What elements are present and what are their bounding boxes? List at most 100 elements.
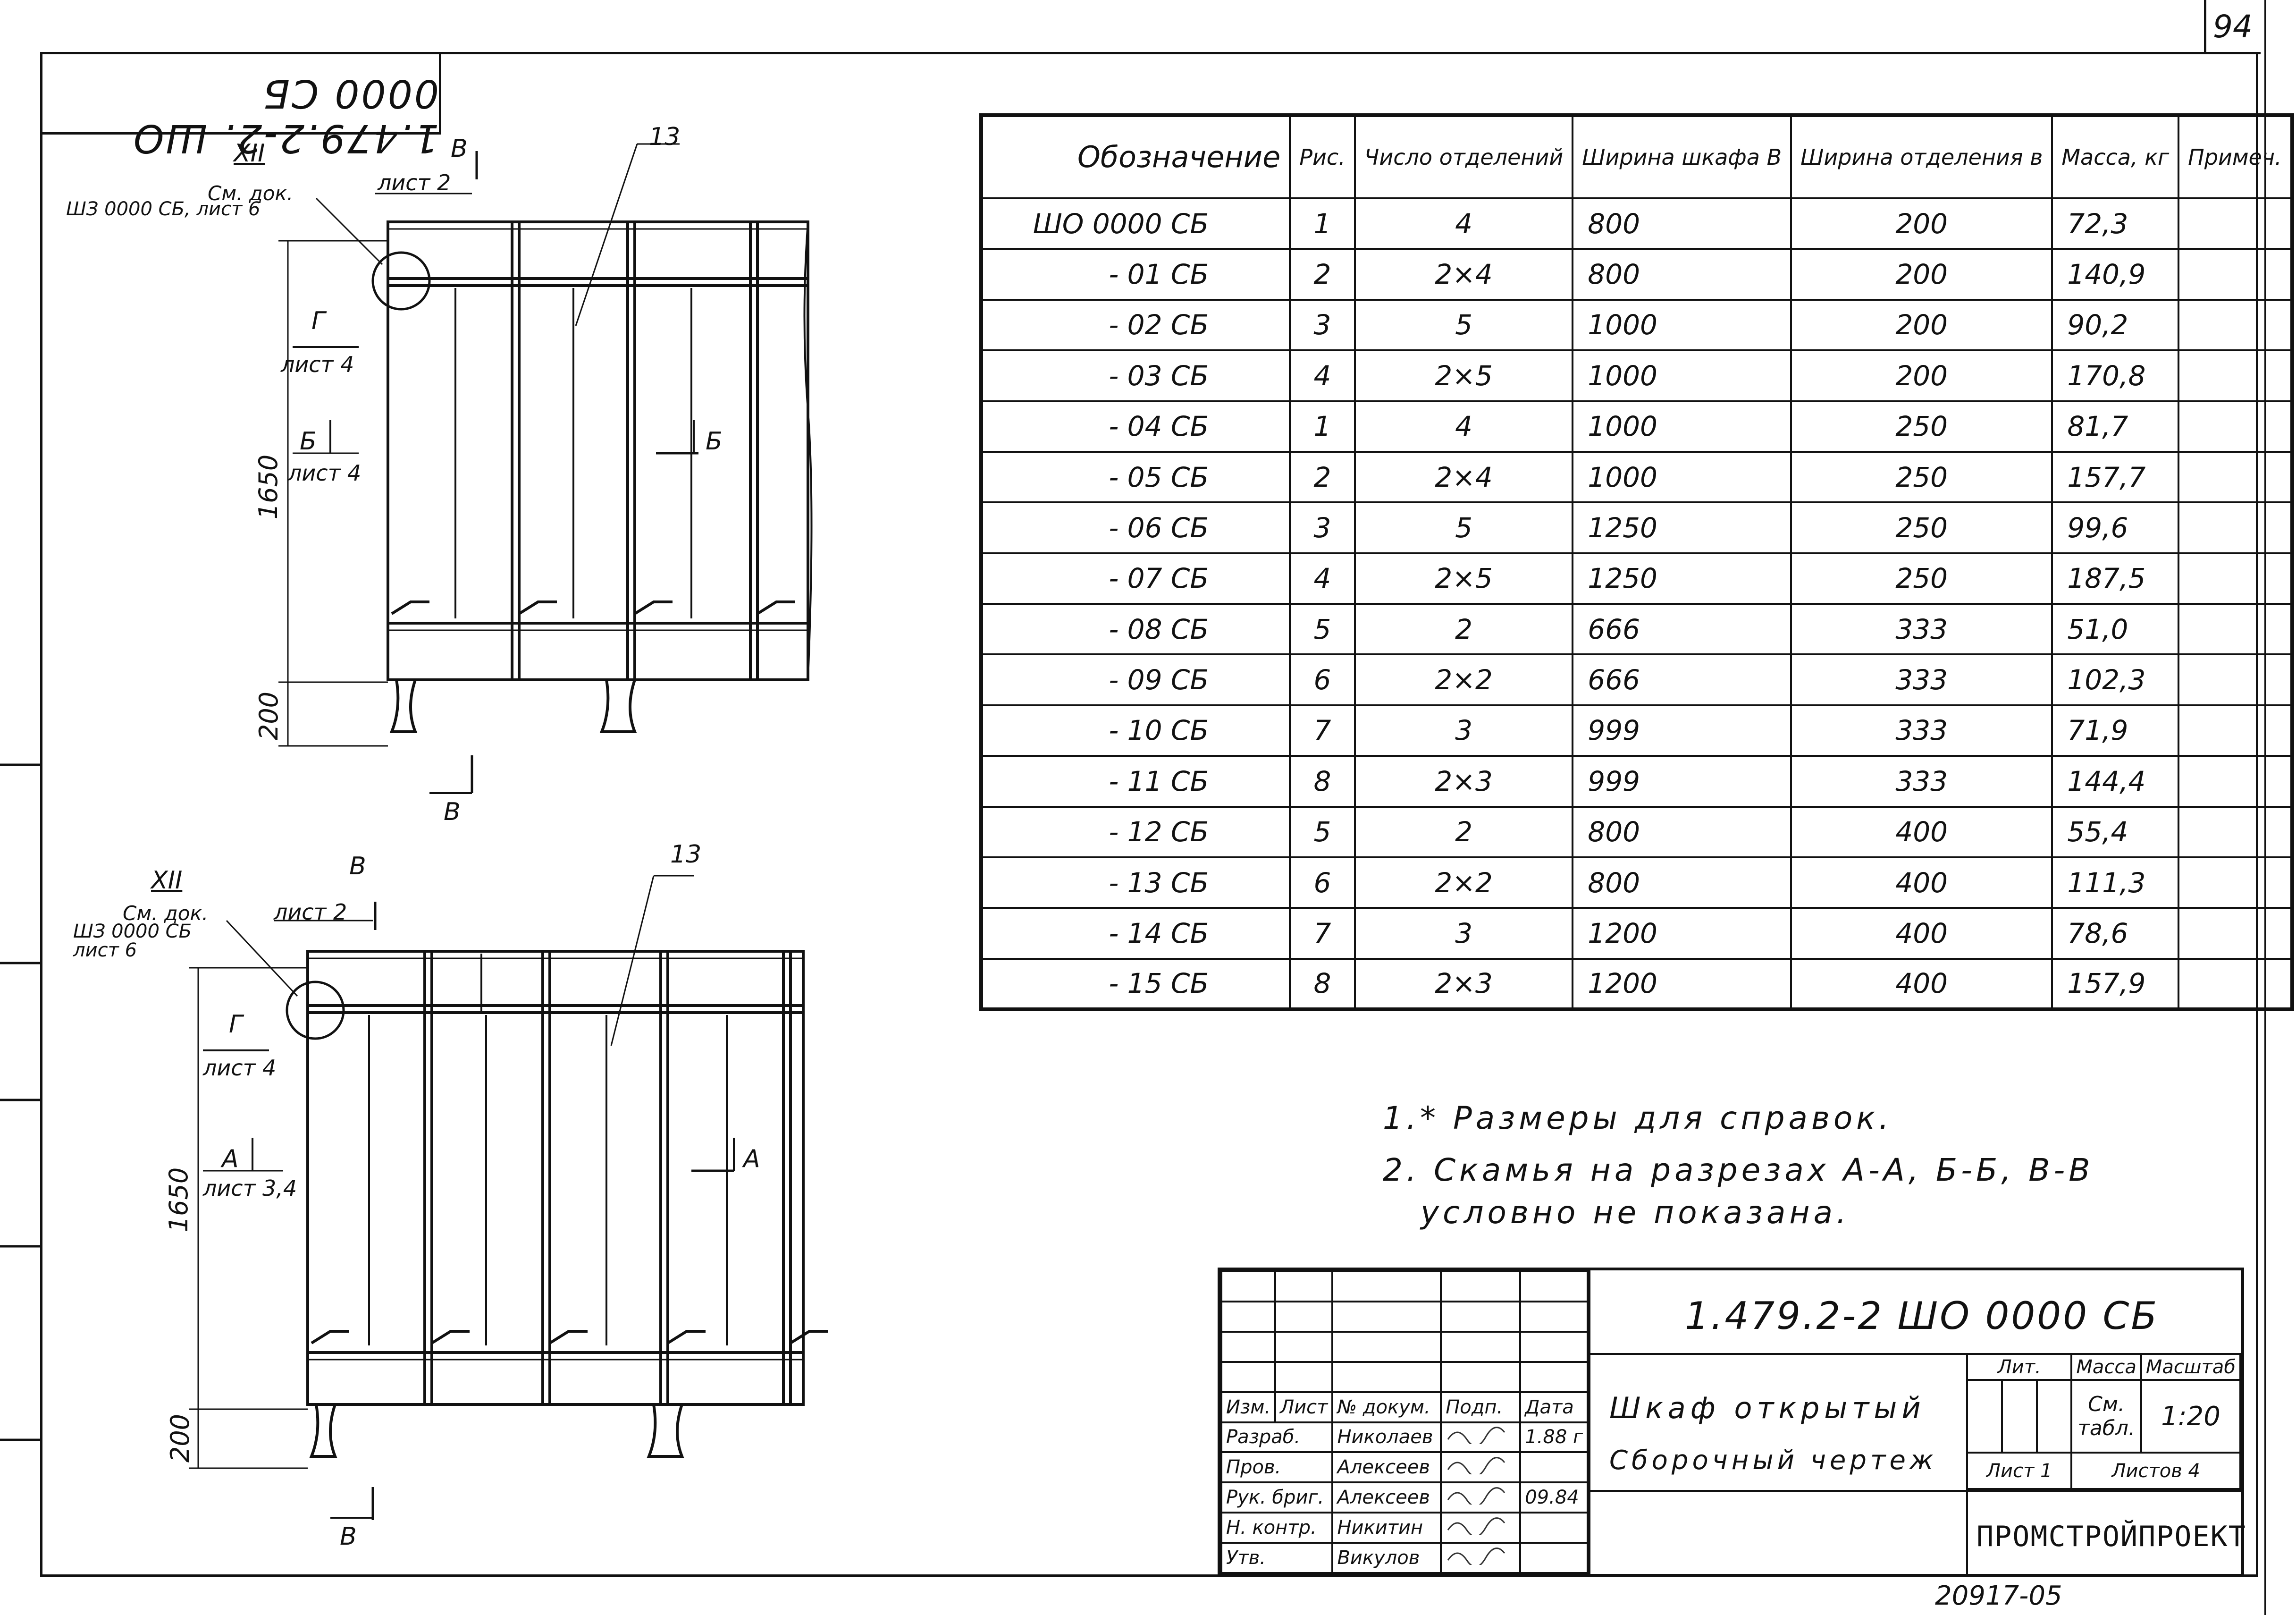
spec-cell-mass: 81,7 xyxy=(2051,400,2180,453)
specification-table: Обозначение Рис. Число отделений Ширина … xyxy=(979,113,2294,1011)
spec-cell-note xyxy=(2178,755,2293,808)
spec-cell-count: 4 xyxy=(1354,400,1574,453)
spec-cell-cabinet-width: 666 xyxy=(1572,602,1792,656)
spec-cell-fig: 5 xyxy=(1289,602,1356,656)
spec-cell-designation: ШО 0000 СБ xyxy=(980,197,1291,250)
spec-cell-cabinet-width: 800 xyxy=(1572,248,1792,301)
note-2-cont: условно не показана. xyxy=(1421,1194,1850,1231)
d1-view-g: Г xyxy=(311,307,325,335)
spec-cell-section-width: 400 xyxy=(1790,957,2053,1011)
signature xyxy=(1440,1421,1522,1454)
col-sign: Подп. xyxy=(1440,1391,1522,1423)
lit-label: Лит. xyxy=(1966,1353,2073,1381)
spec-cell-note xyxy=(2178,552,2293,605)
spec-header-count: Число отделений xyxy=(1354,114,1574,199)
spec-cell-cabinet-width: 1250 xyxy=(1572,552,1792,605)
cabinet-view-1 xyxy=(278,143,813,794)
d2-part: 13 xyxy=(670,840,702,869)
doc-name-2: Сборочный чертеж xyxy=(1609,1445,1937,1476)
spec-cell-designation: - 12 СБ xyxy=(980,805,1291,858)
spec-cell-mass: 170,8 xyxy=(2051,349,2180,402)
spec-cell-mass: 55,4 xyxy=(2051,805,2180,858)
spec-cell-count: 2 xyxy=(1354,805,1574,858)
d1-section-v-sheet: лист 2 xyxy=(378,170,451,195)
revision-header-row: Изм. Лист № докум. Подп. Дата xyxy=(1220,1391,1589,1423)
cabinet-view-2 xyxy=(189,875,828,1520)
spec-cell-note xyxy=(2178,957,2293,1011)
spec-cell-fig: 4 xyxy=(1289,552,1356,605)
d2-section-v-sheet: лист 2 xyxy=(274,899,347,925)
spec-cell-designation: - 10 СБ xyxy=(980,704,1291,757)
signatory-row: Утв.Викулов xyxy=(1220,1542,1589,1574)
spec-cell-section-width: 333 xyxy=(1790,653,2053,706)
spec-cell-section-width: 333 xyxy=(1790,602,2053,656)
note-2: 2. Скамья на разрезах А-А, Б-Б, В-В xyxy=(1383,1152,2094,1188)
spec-cell-note xyxy=(2178,907,2293,960)
spec-cell-fig: 3 xyxy=(1289,298,1356,352)
signature xyxy=(1440,1512,1522,1544)
spec-cell-designation: - 13 СБ xyxy=(980,856,1291,909)
spec-cell-fig: 8 xyxy=(1289,957,1356,1011)
spec-cell-count: 2×4 xyxy=(1354,248,1574,301)
spec-cell-cabinet-width: 1200 xyxy=(1572,907,1792,960)
spec-cell-cabinet-width: 800 xyxy=(1572,197,1792,250)
rotated-code-box: 1.479.2-2. ШО 0000 СБ xyxy=(40,52,441,161)
col-izm: Изм. xyxy=(1220,1391,1277,1423)
spec-cell-fig: 5 xyxy=(1289,805,1356,858)
spec-cell-note xyxy=(2178,450,2293,504)
spec-cell-designation: - 11 СБ xyxy=(980,755,1291,808)
spec-cell-section-width: 200 xyxy=(1790,349,2053,402)
signatory-role: Н. контр. xyxy=(1220,1512,1334,1544)
d1-dim-base: 200 xyxy=(254,691,284,741)
d1-ref-doc: ШЗ 0000 СБ, лист 6 xyxy=(66,198,261,220)
d2-section-a-right: А xyxy=(743,1145,760,1173)
spec-cell-fig: 1 xyxy=(1289,197,1356,250)
sheets-label: Листов 4 xyxy=(2070,1452,2241,1490)
spec-cell-section-width: 250 xyxy=(1790,552,2053,605)
spec-cell-count: 2×5 xyxy=(1354,552,1574,605)
spec-cell-designation: - 03 СБ xyxy=(980,349,1291,402)
spec-cell-cabinet-width: 1000 xyxy=(1572,349,1792,402)
spec-cell-designation: - 02 СБ xyxy=(980,298,1291,352)
spec-cell-section-width: 200 xyxy=(1790,197,2053,250)
spec-cell-cabinet-width: 1000 xyxy=(1572,400,1792,453)
spec-cell-note xyxy=(2178,704,2293,757)
scale-label: Масштаб xyxy=(2140,1353,2242,1381)
signatory-date xyxy=(1519,1542,1589,1574)
d1-view-g-sheet: лист 4 xyxy=(281,352,354,377)
org-name: ПРОМСТРОЙПРОЕКТ xyxy=(1976,1520,2246,1553)
d1-section-b-sheet: лист 4 xyxy=(288,460,362,486)
spec-cell-fig: 1 xyxy=(1289,400,1356,453)
lit-mass-scale: Лит. Масса Масштаб См. табл. 1:20 Лист 1… xyxy=(1966,1353,2242,1490)
col-date: Дата xyxy=(1519,1391,1589,1423)
d1-callout: XII xyxy=(234,139,265,168)
d2-section-v-bottom: В xyxy=(340,1522,357,1551)
spec-cell-fig: 7 xyxy=(1289,907,1356,960)
spec-cell-section-width: 400 xyxy=(1790,907,2053,960)
signatory-row: Пров.Алексеев xyxy=(1220,1451,1589,1484)
spec-cell-cabinet-width: 1000 xyxy=(1572,450,1792,504)
spec-cell-mass: 140,9 xyxy=(2051,248,2180,301)
d1-part: 13 xyxy=(649,123,681,151)
spec-cell-note xyxy=(2178,805,2293,858)
d1-see-doc: См. док. xyxy=(208,182,294,205)
spec-cell-section-width: 400 xyxy=(1790,805,2053,858)
spec-cell-designation: - 05 СБ xyxy=(980,450,1291,504)
spec-cell-fig: 7 xyxy=(1289,704,1356,757)
blank-cell xyxy=(1589,1490,1968,1574)
spec-cell-count: 2×4 xyxy=(1354,450,1574,504)
spec-cell-fig: 8 xyxy=(1289,755,1356,808)
spec-cell-mass: 51,0 xyxy=(2051,602,2180,656)
spec-cell-cabinet-width: 999 xyxy=(1572,704,1792,757)
spec-cell-note xyxy=(2178,856,2293,909)
d1-section-b-right: Б xyxy=(706,427,723,456)
spec-cell-count: 5 xyxy=(1354,501,1574,554)
spec-cell-cabinet-width: 800 xyxy=(1572,856,1792,909)
